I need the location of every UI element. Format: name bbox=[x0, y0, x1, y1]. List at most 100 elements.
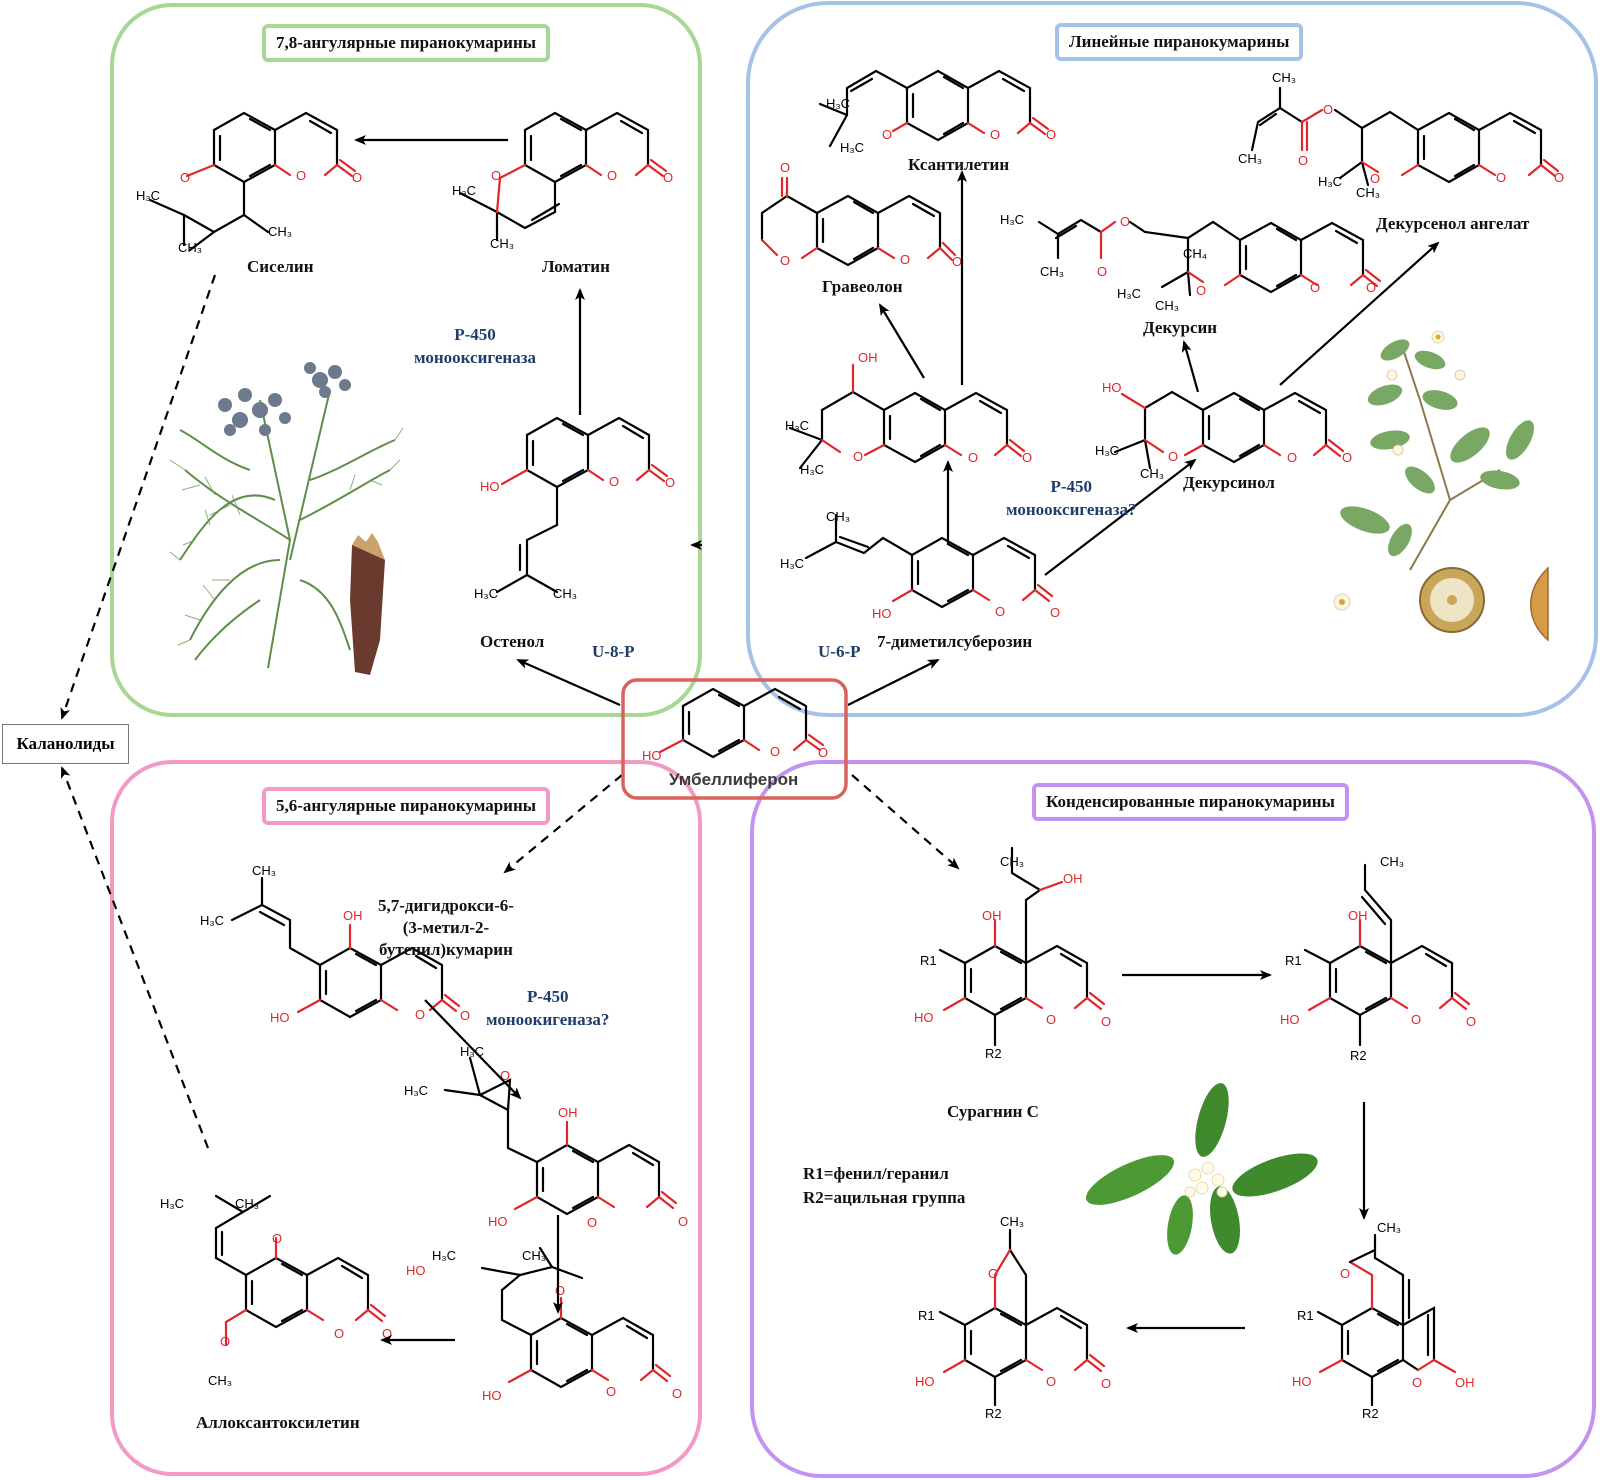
atom-labels: O O O H₃C CH₃ CH₃ O O O H₃C CH₃ HO O O H… bbox=[136, 70, 1564, 1421]
svg-text:H₃C: H₃C bbox=[840, 140, 864, 155]
enzyme-class: монооксигеназа? bbox=[1006, 500, 1137, 519]
section-title-linear: Линейные пиранокумарины bbox=[1055, 23, 1304, 61]
enzyme-class: моноокигеназа? bbox=[486, 1010, 610, 1029]
compound-label-line2: (3-метил-2- bbox=[402, 918, 490, 937]
svg-text:CH₃: CH₃ bbox=[1356, 185, 1380, 200]
structure-propenyl-coumarin bbox=[1303, 863, 1471, 1047]
svg-text:O: O bbox=[606, 1384, 616, 1399]
svg-text:OH: OH bbox=[858, 350, 878, 365]
svg-text:O: O bbox=[415, 1007, 425, 1022]
svg-text:O: O bbox=[665, 475, 675, 490]
svg-text:O: O bbox=[1022, 450, 1032, 465]
svg-text:O: O bbox=[1046, 1374, 1056, 1389]
compound-label-alloxanthoxyletin: Аллоксантоксилетин bbox=[196, 1413, 360, 1432]
svg-text:O: O bbox=[1496, 170, 1506, 185]
svg-text:HO: HO bbox=[482, 1388, 502, 1403]
svg-text:H₃C: H₃C bbox=[1095, 443, 1119, 458]
structure-decursin bbox=[1037, 218, 1382, 297]
dashed-arrow-umb-to-condensed bbox=[851, 774, 960, 870]
svg-text:HO: HO bbox=[1102, 380, 1122, 395]
enzyme-p450-linear: Р-450 монооксигеназа? bbox=[1006, 475, 1137, 521]
svg-text:O: O bbox=[990, 127, 1000, 142]
compound-label-line1: 5,7-дигидрокси-6- bbox=[378, 896, 514, 915]
svg-text:O: O bbox=[1046, 1012, 1056, 1027]
svg-text:O: O bbox=[678, 1214, 688, 1229]
svg-text:R2: R2 bbox=[1362, 1406, 1379, 1421]
svg-text:O: O bbox=[900, 252, 910, 267]
svg-text:HO: HO bbox=[914, 1010, 934, 1025]
svg-text:H₃C: H₃C bbox=[785, 418, 809, 433]
svg-text:O: O bbox=[1196, 283, 1206, 298]
svg-text:CH₃: CH₃ bbox=[490, 236, 514, 251]
svg-text:HO: HO bbox=[270, 1010, 290, 1025]
enzyme-p450-angular56: Р-450 моноокигеназа? bbox=[486, 985, 609, 1031]
svg-text:O: O bbox=[1323, 102, 1333, 117]
svg-text:O: O bbox=[382, 1326, 392, 1341]
svg-text:R1: R1 bbox=[918, 1308, 935, 1323]
plant-bael-illustration bbox=[1333, 330, 1549, 642]
svg-text:R2: R2 bbox=[985, 1406, 1002, 1421]
svg-text:CH₃: CH₃ bbox=[1140, 466, 1164, 481]
arrow-dms-to-decursinol bbox=[1044, 458, 1197, 576]
umbelliferone-box bbox=[621, 678, 848, 800]
structure-xanthyletin bbox=[818, 69, 1050, 148]
svg-text:O: O bbox=[180, 170, 190, 185]
svg-text:O: O bbox=[460, 1008, 470, 1023]
structure-hydroxy-angular-intermediate bbox=[480, 1246, 672, 1389]
svg-text:O: O bbox=[818, 745, 828, 760]
svg-text:O: O bbox=[1097, 264, 1107, 279]
compound-label-xanthyletin: Ксантилетин bbox=[908, 155, 1010, 174]
svg-text:H₃C: H₃C bbox=[474, 586, 498, 601]
note-r2: R2=ацильная группа bbox=[803, 1188, 966, 1207]
svg-text:O: O bbox=[500, 1068, 510, 1083]
svg-text:O: O bbox=[770, 744, 780, 759]
svg-text:CH₃: CH₃ bbox=[252, 863, 276, 878]
substituent-notes: R1=фенил/геранил R2=ацильная группа bbox=[803, 1162, 965, 1210]
svg-text:H₃C: H₃C bbox=[136, 188, 160, 203]
structure-alloxanthoxyletin bbox=[214, 1194, 387, 1347]
svg-text:HO: HO bbox=[915, 1374, 935, 1389]
svg-text:O: O bbox=[1298, 153, 1308, 168]
compound-label-decursin: Декурсин bbox=[1143, 318, 1218, 337]
plant-umbellifer-illustration bbox=[169, 362, 404, 675]
svg-text:HO: HO bbox=[1292, 1374, 1312, 1389]
svg-text:O: O bbox=[882, 127, 892, 142]
svg-text:O: O bbox=[780, 253, 790, 268]
svg-text:OH: OH bbox=[982, 908, 1002, 923]
svg-text:O: O bbox=[1366, 280, 1376, 295]
enzyme-u8p: U-8-P bbox=[592, 642, 635, 661]
svg-text:O: O bbox=[780, 160, 790, 175]
enzyme-name: Р-450 bbox=[454, 325, 496, 344]
structure-suragnin-c bbox=[938, 846, 1106, 1047]
compound-label-decursinol-angelate: Декурсенол ангелат bbox=[1376, 214, 1530, 233]
svg-text:HO: HO bbox=[488, 1214, 508, 1229]
svg-text:O: O bbox=[1168, 449, 1178, 464]
svg-text:O: O bbox=[1287, 450, 1297, 465]
svg-text:H₃C: H₃C bbox=[800, 462, 824, 477]
svg-text:H₃C: H₃C bbox=[200, 913, 224, 928]
structure-decursinol-angelate bbox=[1250, 86, 1560, 187]
svg-text:H₃C: H₃C bbox=[160, 1196, 184, 1211]
svg-text:CH₃: CH₃ bbox=[268, 224, 292, 239]
svg-text:H₃C: H₃C bbox=[1117, 286, 1141, 301]
svg-text:O: O bbox=[1466, 1014, 1476, 1029]
svg-text:H₃C: H₃C bbox=[1000, 212, 1024, 227]
svg-text:O: O bbox=[672, 1386, 682, 1401]
structure-graveolone bbox=[760, 176, 957, 267]
svg-text:O: O bbox=[1050, 605, 1060, 620]
calanolides-box: Каланолиды bbox=[2, 724, 129, 764]
svg-text:CH₄: CH₄ bbox=[1183, 246, 1207, 261]
svg-text:H₃C: H₃C bbox=[404, 1083, 428, 1098]
structure-cyclized-enol bbox=[1316, 1233, 1457, 1407]
svg-text:CH₃: CH₃ bbox=[208, 1373, 232, 1388]
arrow-umb-to-ostenol bbox=[516, 658, 621, 707]
section-title-angular56: 5,6-ангулярные пиранокумарины bbox=[262, 787, 551, 825]
svg-text:O: O bbox=[968, 450, 978, 465]
svg-text:O: O bbox=[853, 449, 863, 464]
svg-text:CH₃: CH₃ bbox=[1000, 1214, 1024, 1229]
svg-text:O: O bbox=[1120, 214, 1130, 229]
svg-text:H₃C: H₃C bbox=[1318, 174, 1342, 189]
umbelliferone-label: Умбеллиферон bbox=[669, 770, 799, 789]
svg-text:O: O bbox=[1411, 1012, 1421, 1027]
